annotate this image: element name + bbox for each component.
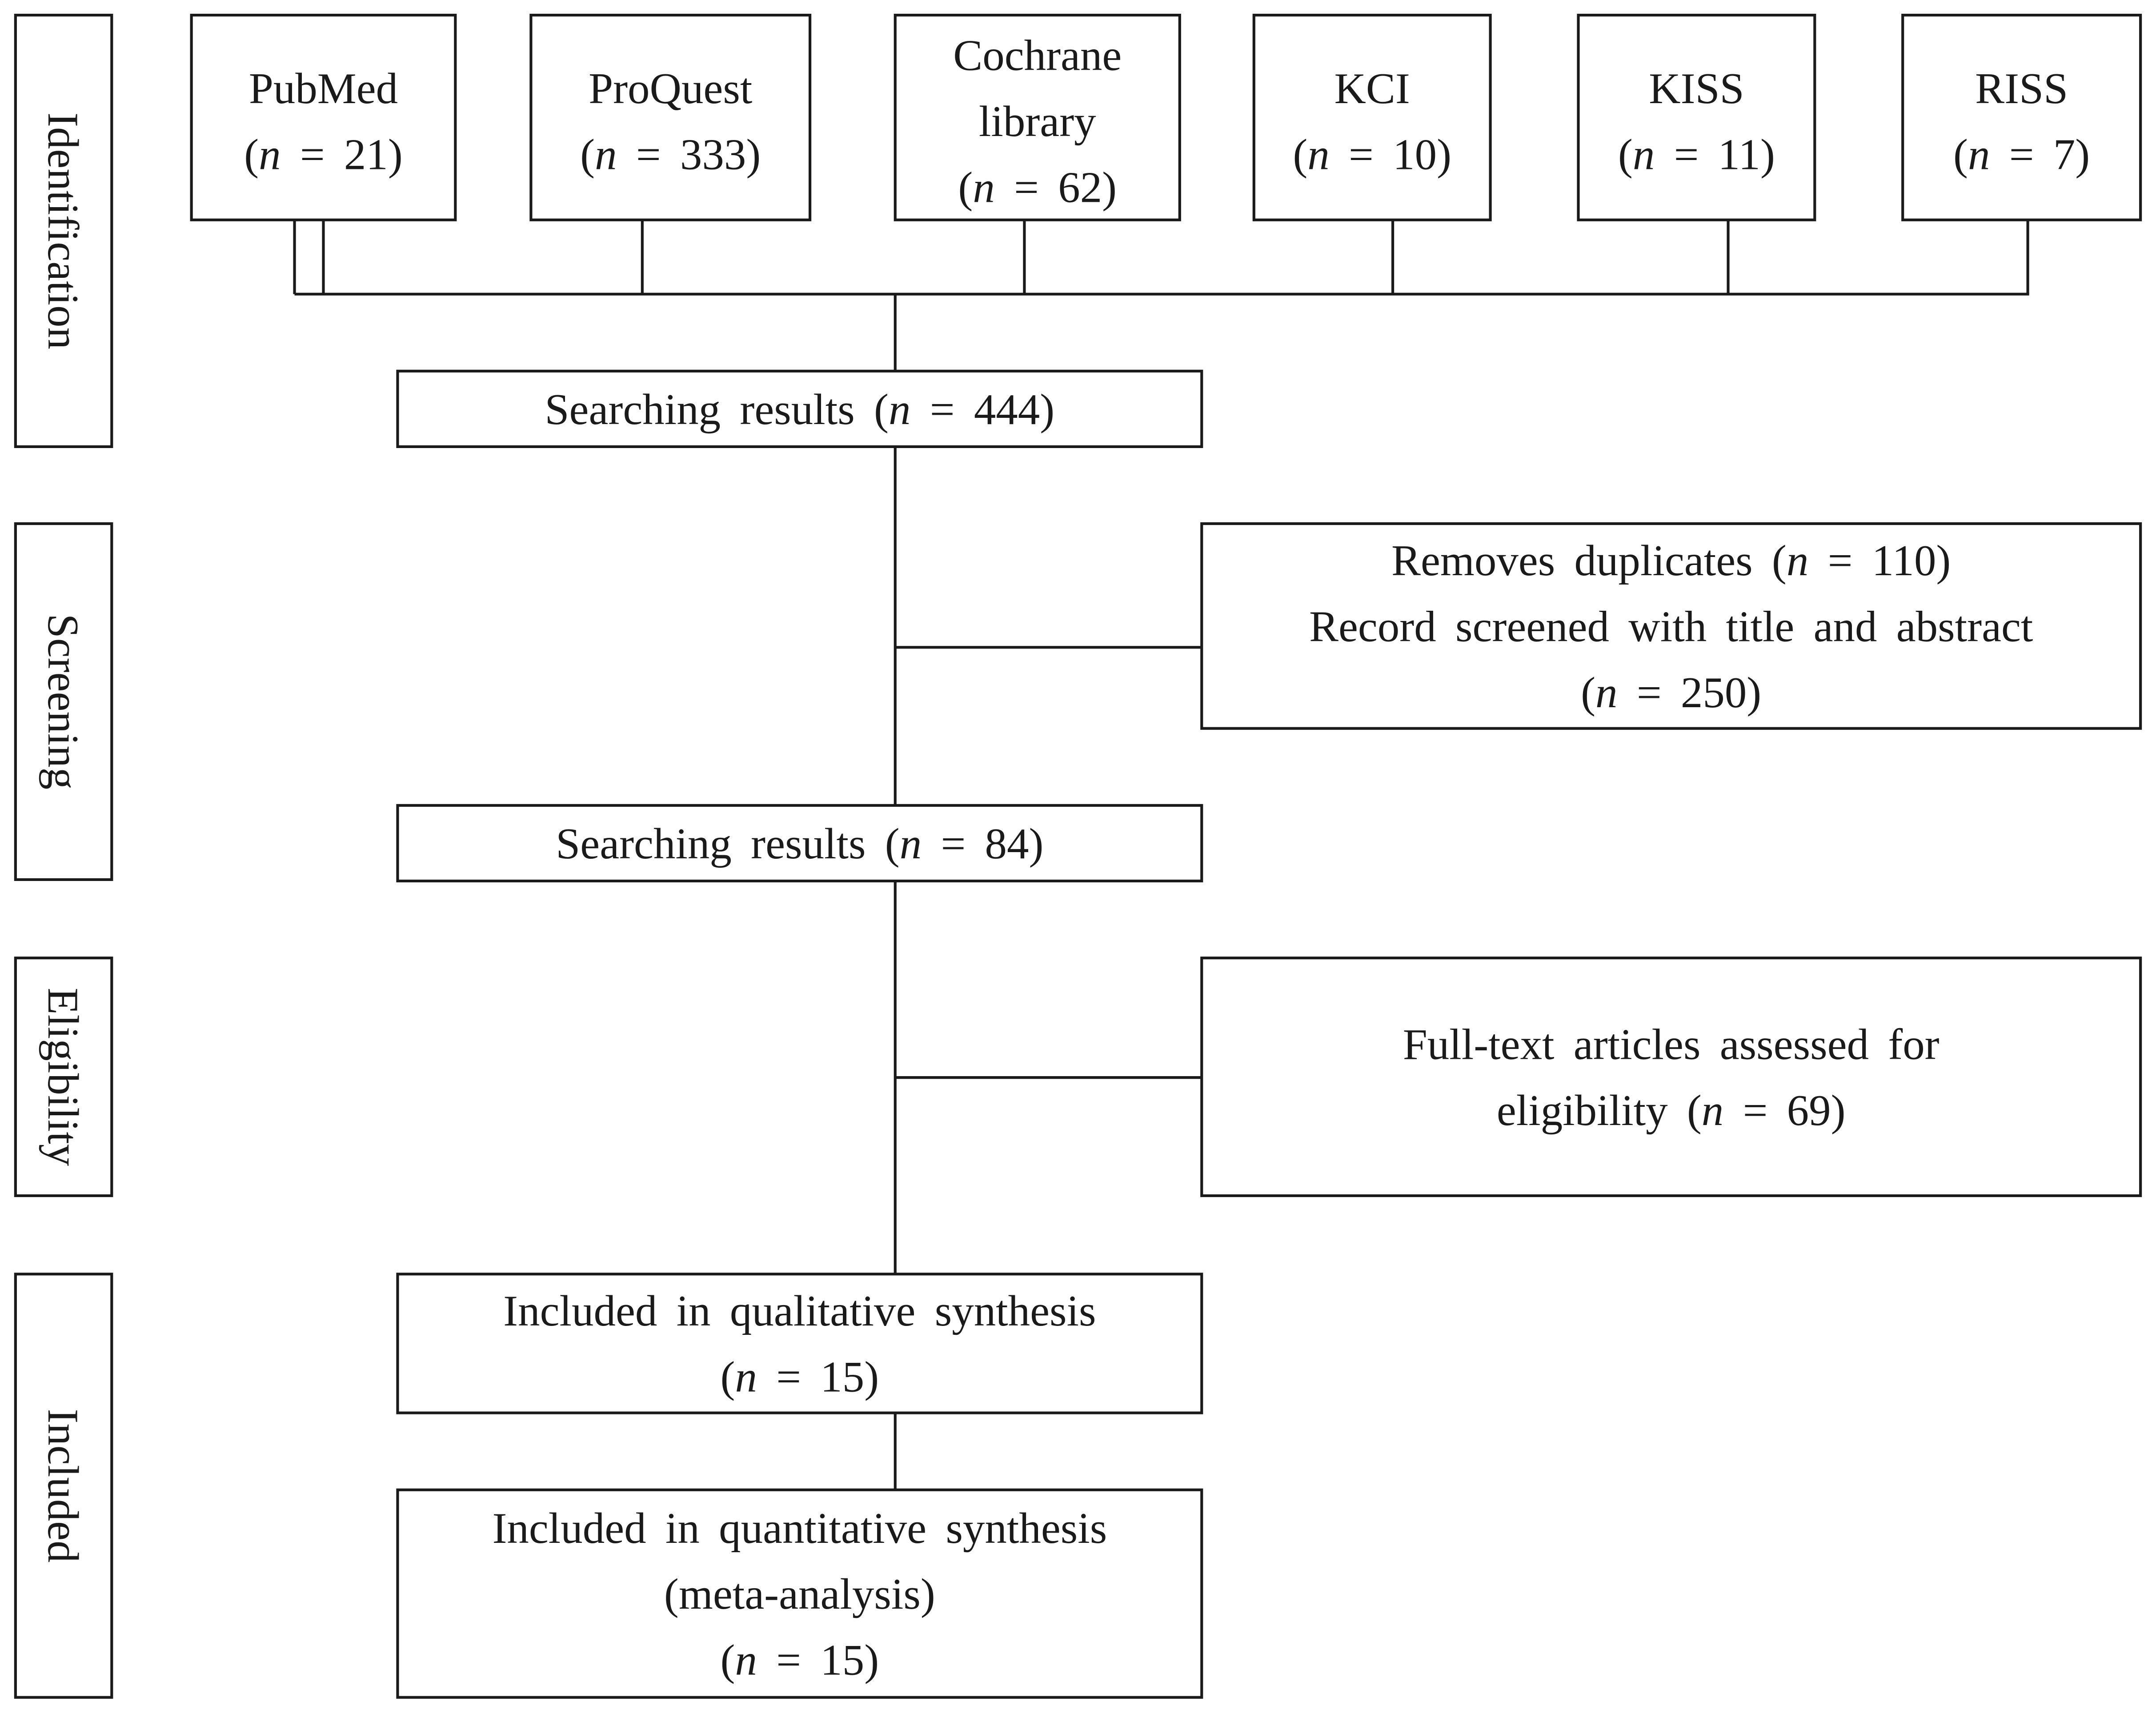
count-text: (n = 15) bbox=[721, 1636, 879, 1685]
n-symbol: n bbox=[1633, 130, 1655, 179]
source-name: ProQuest bbox=[589, 64, 752, 113]
count-value: 333 bbox=[680, 130, 746, 179]
n-symbol: n bbox=[1702, 1086, 1723, 1135]
count-text: (n = 250) bbox=[1581, 669, 1761, 717]
step-text: Included in qualitative synthesis bbox=[503, 1287, 1096, 1335]
step-text: (meta-analysis) bbox=[664, 1570, 935, 1618]
label-prefix: Searching results bbox=[545, 385, 874, 434]
source-box-riss: RISS (n = 7) bbox=[1901, 13, 2142, 221]
stage-identification-border bbox=[14, 13, 113, 448]
count-text: Searching results (n = 84) bbox=[556, 820, 1043, 868]
count-text: Searching results (n = 444) bbox=[545, 385, 1055, 434]
source-box-cochrane-library: Cochrane library (n = 62) bbox=[894, 13, 1181, 221]
box-full-text: Full-text articles assessed for eligibili… bbox=[1200, 957, 2142, 1197]
n-symbol: n bbox=[735, 1353, 757, 1402]
stage-included-border bbox=[14, 1273, 113, 1699]
stage-label: Eligibility bbox=[39, 988, 87, 1166]
stage-eligibility-border bbox=[14, 957, 113, 1197]
source-box-kiss-border bbox=[1577, 13, 1816, 221]
source-name: KCI bbox=[1334, 64, 1410, 113]
stage-label: Screening bbox=[39, 614, 87, 790]
count-value: 62 bbox=[1058, 164, 1102, 212]
label-prefix: eligibility bbox=[1497, 1086, 1687, 1135]
source-name: library bbox=[979, 97, 1096, 146]
count-value: 250 bbox=[1681, 669, 1747, 717]
n-symbol: n bbox=[1968, 130, 1990, 179]
count-text: (n = 10) bbox=[1293, 130, 1451, 179]
box-quantitative-border bbox=[396, 1488, 1203, 1699]
label-prefix: Searching results bbox=[556, 820, 885, 868]
count-text: eligibility (n = 69) bbox=[1497, 1086, 1846, 1135]
count-value: 444 bbox=[974, 385, 1040, 434]
box-search-results-border bbox=[396, 369, 1203, 448]
count-text: (n = 333) bbox=[580, 130, 761, 179]
box-full-text-border bbox=[1200, 957, 2142, 1197]
source-box-proquest: ProQuest (n = 333) bbox=[529, 13, 812, 221]
box-search-results-2-border bbox=[396, 804, 1203, 883]
box-quantitative: Included in quantitative synthesis (meta-… bbox=[396, 1488, 1203, 1699]
count-value: 10 bbox=[1393, 130, 1437, 179]
stage-included: Included bbox=[14, 1273, 113, 1699]
count-value: 11 bbox=[1718, 130, 1760, 179]
count-value: 84 bbox=[985, 820, 1029, 868]
step-text: Removes duplicates (n = 110) bbox=[1391, 537, 1951, 585]
n-symbol: n bbox=[889, 385, 910, 434]
box-removed: Removes duplicates (n = 110) Record scree… bbox=[1200, 522, 2142, 730]
count-value: 69 bbox=[1787, 1086, 1831, 1135]
count-value: 15 bbox=[820, 1353, 864, 1402]
stage-screening-border bbox=[14, 522, 113, 881]
n-symbol: n bbox=[973, 164, 994, 212]
count-text: (n = 7) bbox=[1953, 130, 2090, 179]
box-search-results: Searching results (n = 444) bbox=[396, 369, 1203, 448]
count-value: 7 bbox=[2053, 130, 2075, 179]
box-search-results-2: Searching results (n = 84) bbox=[396, 804, 1203, 883]
source-box-kci-border bbox=[1252, 13, 1492, 221]
source-name: Cochrane bbox=[953, 32, 1122, 80]
stage-label: Identification bbox=[39, 112, 87, 349]
n-symbol: n bbox=[1595, 669, 1617, 717]
n-symbol: n bbox=[1307, 130, 1329, 179]
source-box-pubmed: PubMed (n = 21) bbox=[190, 13, 457, 221]
source-box-kiss: KISS (n = 11) bbox=[1577, 13, 1816, 221]
stage-identification: Identification bbox=[14, 13, 113, 448]
count-text: (n = 62) bbox=[958, 164, 1117, 212]
box-qualitative-border bbox=[396, 1273, 1203, 1414]
stage-screening: Screening bbox=[14, 522, 113, 881]
n-symbol: n bbox=[259, 130, 281, 179]
step-text: Included in quantitative synthesis bbox=[492, 1504, 1107, 1553]
source-box-kci: KCI (n = 10) bbox=[1252, 13, 1492, 221]
step-text: Full-text articles assessed for bbox=[1403, 1020, 1940, 1069]
count-text: (n = 15) bbox=[721, 1353, 879, 1402]
source-box-proquest-border bbox=[529, 13, 812, 221]
source-box-pubmed-border bbox=[190, 13, 457, 221]
source-box-cochrane-library-border bbox=[894, 13, 1181, 221]
source-name: RISS bbox=[1975, 64, 2068, 113]
n-symbol: n bbox=[595, 130, 617, 179]
count-value: 21 bbox=[344, 130, 388, 179]
count-text: (n = 11) bbox=[1618, 130, 1775, 179]
stage-label: Included bbox=[39, 1409, 87, 1562]
box-removed-border bbox=[1200, 522, 2142, 730]
n-symbol: n bbox=[735, 1636, 757, 1685]
step-text: Record screened with title and abstract bbox=[1309, 602, 2033, 651]
source-name: KISS bbox=[1649, 64, 1744, 113]
n-symbol: n bbox=[1787, 537, 1808, 585]
stage-eligibility: Eligibility bbox=[14, 957, 113, 1197]
count-text: (n = 21) bbox=[244, 130, 403, 179]
source-name: PubMed bbox=[249, 64, 398, 113]
count-value: 15 bbox=[820, 1636, 864, 1685]
box-qualitative: Included in qualitative synthesis (n = 15… bbox=[396, 1273, 1203, 1414]
source-box-riss-border bbox=[1901, 13, 2142, 221]
n-symbol: n bbox=[900, 820, 922, 868]
